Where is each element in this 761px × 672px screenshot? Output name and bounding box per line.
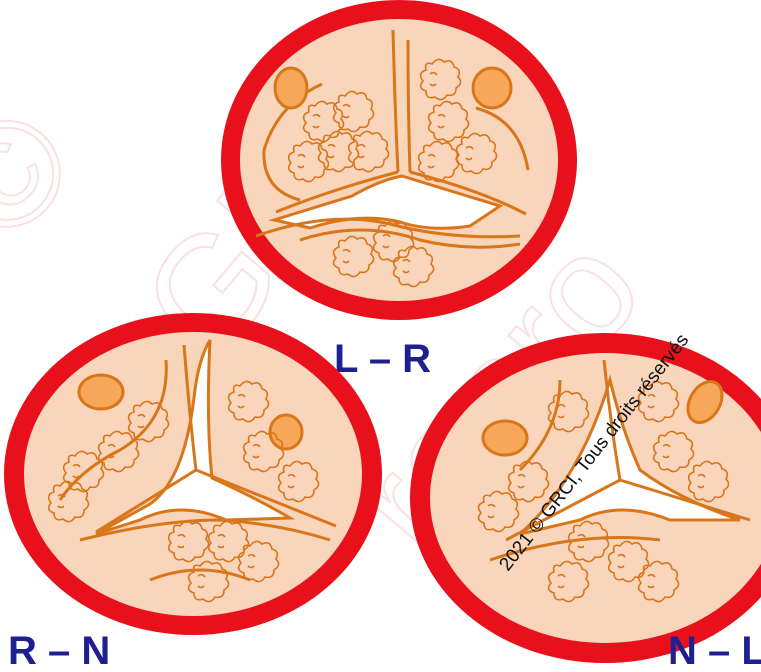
label-bottom-right: N – L [668,629,761,672]
svg-text:©: © [0,77,107,270]
coronary-ostium-right [473,68,511,108]
label-bottom-left: R – N [8,629,110,672]
coronary-ostium-left [275,68,307,108]
valve-top [221,0,577,320]
valve-bottom-left [4,313,382,635]
label-top: L – R [334,337,431,381]
